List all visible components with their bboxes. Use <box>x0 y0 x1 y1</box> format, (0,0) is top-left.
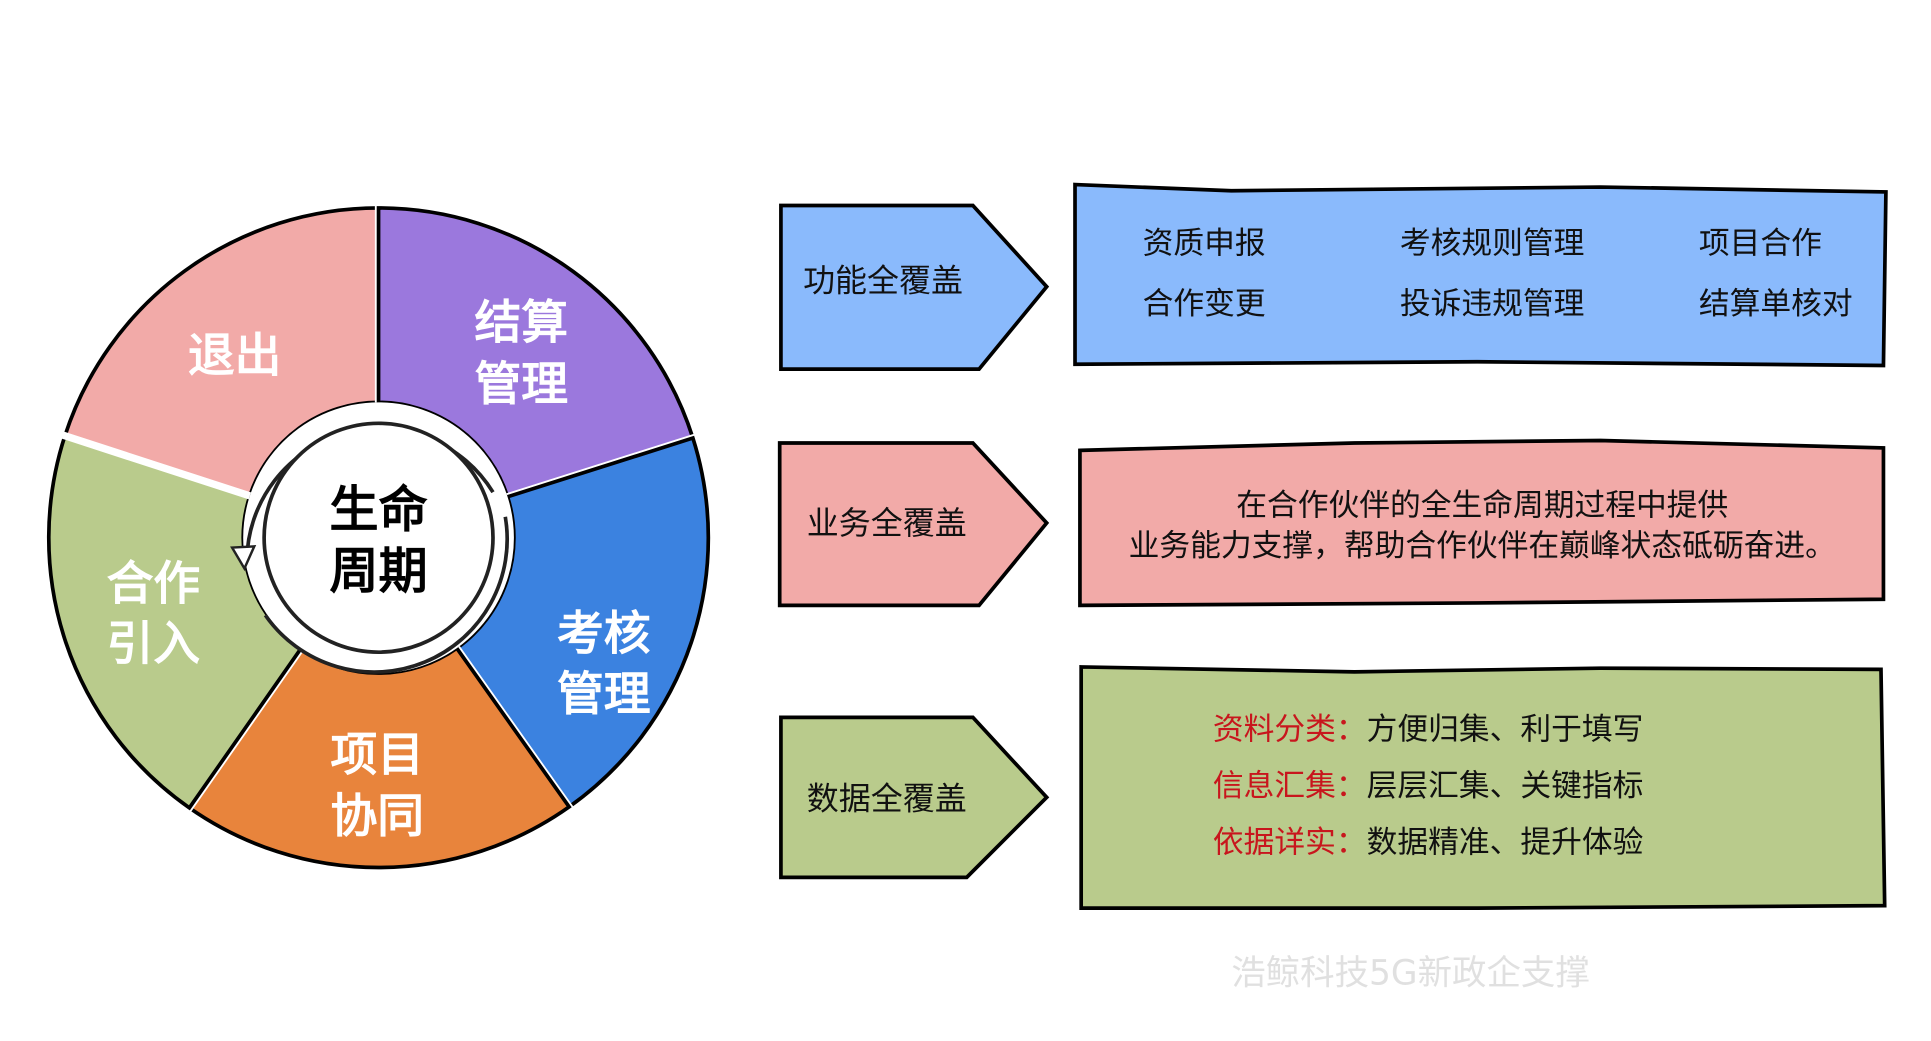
function-item: 合作变更 <box>1143 286 1266 322</box>
segment-settlement-label-1: 结算 <box>475 296 569 350</box>
segment-project-label-2: 协同 <box>331 790 425 844</box>
segment-gap <box>59 430 251 500</box>
data-box <box>1079 665 1887 910</box>
function-item: 投诉违规管理 <box>1400 286 1585 322</box>
business-box <box>1078 438 1886 608</box>
data-entry-text: 数据精准、提升体验 <box>1367 825 1644 861</box>
segment-intro-label-1: 合作 <box>107 557 201 611</box>
data-entry-label: 信息汇集： <box>1213 768 1367 804</box>
data-coverage-arrow <box>779 715 1050 880</box>
data-entry: 依据详实：数据精准、提升体验 <box>1213 825 1644 861</box>
business-text-2: 业务能力支撑，帮助合作伙伴在巅峰状态砥砺奋进。 <box>1129 528 1836 564</box>
function-coverage-label: 功能全覆盖 <box>803 262 963 300</box>
segment-project-label-1: 项目 <box>331 728 425 782</box>
function-item: 考核规则管理 <box>1400 225 1585 261</box>
function-box <box>1073 182 1888 368</box>
lifecycle-wheel <box>46 203 711 870</box>
data-entry-label: 资料分类： <box>1213 712 1367 748</box>
center-circle <box>262 421 495 655</box>
segment-exit-label: 退出 <box>188 330 282 384</box>
data-coverage-label: 数据全覆盖 <box>807 780 967 818</box>
center-label-2: 周期 <box>329 542 427 600</box>
center-label-1: 生命 <box>329 481 428 539</box>
segment-assessment-label-1: 考核 <box>557 608 651 662</box>
business-text-1: 在合作伙伴的全生命周期过程中提供 <box>1236 488 1728 524</box>
business-coverage-arrow <box>777 441 1050 608</box>
function-item: 项目合作 <box>1699 225 1822 261</box>
data-entry-label: 依据详实： <box>1213 825 1367 861</box>
data-entry-text: 层层汇集、关键指标 <box>1367 768 1644 804</box>
data-entry: 资料分类：方便归集、利于填写 <box>1213 712 1644 748</box>
function-item: 结算单核对 <box>1699 286 1853 322</box>
segment-settlement-label-2: 管理 <box>475 358 569 412</box>
arrowhead-icon <box>230 545 257 572</box>
segment-assessment-label-2: 管理 <box>557 668 651 722</box>
business-coverage-label: 业务全覆盖 <box>807 504 967 542</box>
segment-intro-label-2: 引入 <box>107 618 201 672</box>
data-entry-text: 方便归集、利于填写 <box>1367 712 1644 748</box>
function-coverage-arrow <box>779 203 1050 371</box>
watermark: 浩鲸科技5G新政企支撑 <box>1231 953 1590 993</box>
cycle-arrow-bottom <box>263 516 509 674</box>
data-entry: 信息汇集：层层汇集、关键指标 <box>1213 768 1644 804</box>
function-item: 资质申报 <box>1143 225 1266 261</box>
